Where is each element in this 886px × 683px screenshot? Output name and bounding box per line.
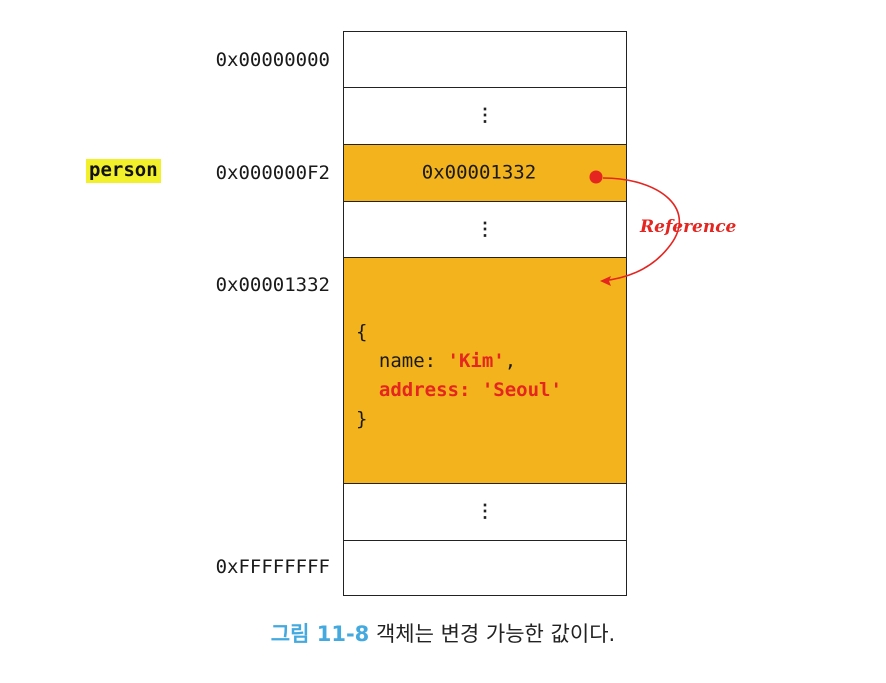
variable-person-label: person [86,159,161,183]
object-name-value: 'Kim' [447,350,505,372]
address-person-label: 0x000000F2 [215,162,330,184]
person-cell-value: 0x00001332 [421,161,537,184]
ellipsis-icon: ⋮ [476,218,494,240]
object-close-brace: } [356,408,368,430]
memory-cell-gap-1: ⋮ [344,88,626,145]
memory-cell-gap-3: ⋮ [344,484,626,541]
arrowhead-icon [600,276,611,286]
reference-label: Reference [640,217,737,237]
object-address-line: address: 'Seoul' [356,379,562,401]
figure-caption: 그림 11-8 객체는 변경 가능한 값이다. [0,624,886,645]
memory-cell-gap-2: ⋮ [344,202,626,258]
memory-cell-object: { name: 'Kim', address: 'Seoul' } [344,258,626,484]
memory-cell-person: 0x00001332 [344,145,626,202]
address-start-label: 0x00000000 [215,49,330,71]
address-object-label: 0x00001332 [215,274,330,296]
object-literal: { name: 'Kim', address: 'Seoul' } [356,318,562,434]
memory-cell-start [344,32,626,88]
figure-caption-text: 객체는 변경 가능한 값이다. [369,622,616,646]
ellipsis-icon: ⋮ [476,501,494,522]
ellipsis-icon: ⋮ [476,105,494,126]
address-end-label: 0xFFFFFFFF [215,556,330,578]
memory-column: ⋮ 0x00001332 ⋮ { name: 'Kim', address: '… [343,31,627,596]
reference-curve [601,177,681,282]
object-name-key: name: [356,350,448,372]
object-open-brace: { [356,321,368,343]
figure-number: 그림 11-8 [270,622,370,646]
reference-dot-icon [589,170,603,184]
object-name-comma: , [504,350,517,372]
